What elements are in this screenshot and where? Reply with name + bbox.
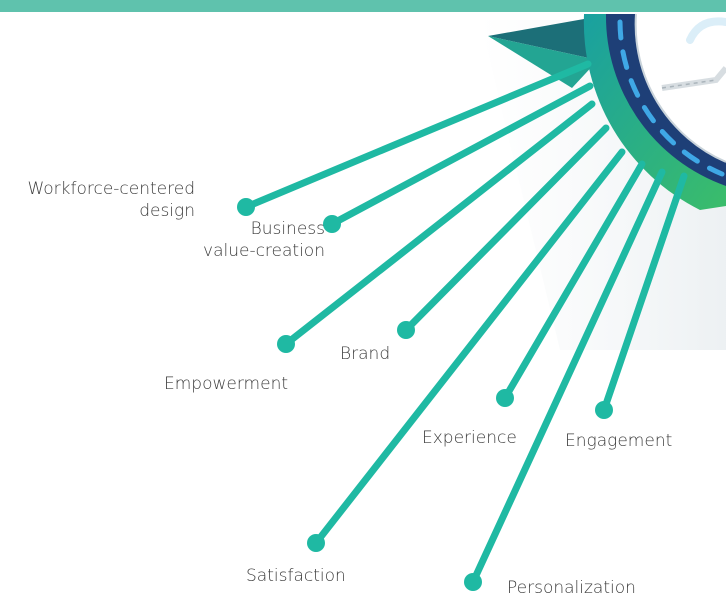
dot-experience (496, 389, 514, 407)
spoke-engagement (600, 172, 688, 414)
dot-engagement (595, 401, 613, 419)
spoke-brand (402, 124, 610, 334)
spoke-empowerment (282, 100, 596, 348)
top-accent-stripe (0, 0, 726, 12)
label-experience: Experience (422, 428, 517, 448)
label-workforce-line1: Workforce-centered (27, 179, 195, 199)
inner-disk-rim (634, 13, 726, 163)
dot-workforce (237, 198, 255, 216)
spoke-satisfaction (312, 148, 626, 547)
road-dashes (617, 19, 725, 177)
road-ring (605, 14, 726, 186)
label-engagement: Engagement (565, 431, 673, 451)
label-satisfaction: Satisfaction (246, 566, 346, 586)
label-business-line2: value-creation (203, 241, 325, 261)
dot-business (323, 215, 341, 233)
label-workforce-centered-design: Workforce-centered design (6, 178, 195, 222)
spoke-dots (237, 198, 613, 591)
label-workforce-line2: design (139, 201, 195, 221)
label-personalization: Personalization (507, 578, 636, 598)
dot-brand (397, 321, 415, 339)
label-empowerment: Empowerment (164, 374, 289, 394)
spokes (242, 60, 688, 586)
dot-empowerment (277, 335, 295, 353)
dot-personalization (464, 573, 482, 591)
inner-road-dash (661, 79, 717, 89)
label-brand: Brand (340, 344, 391, 364)
spoke-personalization (469, 168, 666, 586)
label-business-value-creation: Business value-creation (172, 218, 325, 262)
dot-satisfaction (307, 534, 325, 552)
inner-cloud (686, 17, 726, 44)
label-business-line1: Business (250, 219, 325, 239)
spoke-business (328, 82, 594, 228)
pointer-shape (488, 14, 612, 60)
spoke-workforce (242, 60, 592, 211)
spoke-experience (501, 160, 646, 402)
